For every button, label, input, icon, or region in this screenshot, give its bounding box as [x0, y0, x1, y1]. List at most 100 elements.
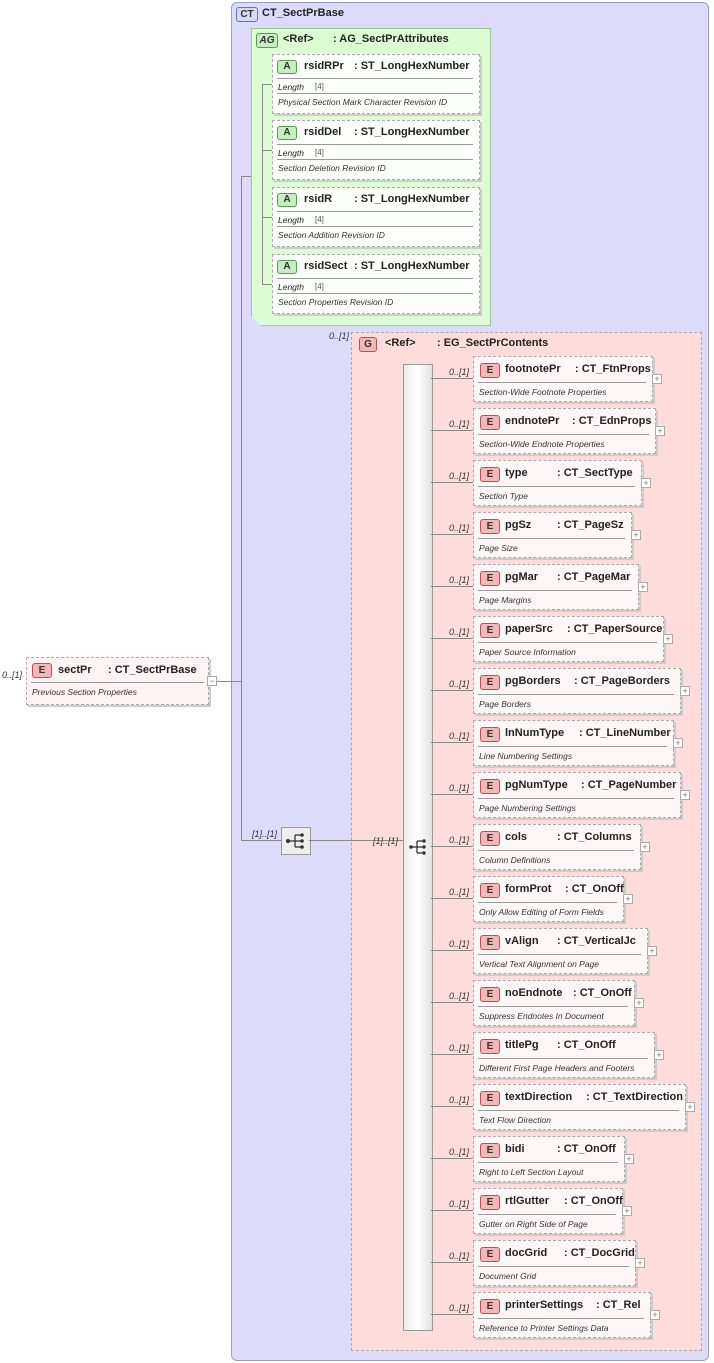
element-badge: E — [480, 727, 500, 742]
separator — [478, 1162, 618, 1163]
element-type: : CT_OnOff — [564, 1195, 623, 1207]
expand-icon[interactable]: + — [655, 426, 665, 436]
element-occurrence: 0..[1] — [449, 731, 470, 741]
attribute-doc: Physical Section Mark Character Revision… — [278, 97, 448, 107]
element-occurrence: 0..[1] — [449, 679, 470, 689]
attribute-doc: Section Properties Revision ID — [278, 297, 394, 307]
separator — [478, 538, 625, 539]
expand-icon[interactable]: + — [647, 946, 657, 956]
expand-icon[interactable]: + — [641, 478, 651, 488]
expand-icon[interactable]: + — [685, 1102, 695, 1112]
element-occurrence: 0..[1] — [449, 783, 470, 793]
facet-label: Length — [278, 148, 304, 158]
element-occurrence: 0..[1] — [449, 419, 470, 429]
connector — [431, 742, 473, 743]
root-element-type: : CT_SectPrBase — [108, 664, 197, 676]
expand-icon[interactable]: + — [680, 686, 690, 696]
element-doc: Page Size — [479, 543, 518, 553]
connector — [262, 217, 272, 218]
expand-icon[interactable]: + — [638, 582, 648, 592]
separator — [478, 642, 657, 643]
element-doc: Section-Wide Endnote Properties — [479, 439, 605, 449]
attribute-name: rsidR — [304, 193, 333, 205]
expand-icon[interactable]: + — [623, 894, 633, 904]
element-type: : CT_OnOff — [573, 987, 632, 999]
expand-icon[interactable]: + — [652, 374, 662, 384]
separator — [478, 434, 649, 435]
connector — [431, 482, 473, 483]
sequence-icon[interactable] — [281, 827, 311, 855]
connector — [431, 898, 473, 899]
expand-icon[interactable]: + — [673, 738, 683, 748]
element-name: printerSettings — [505, 1299, 584, 1311]
element-badge: E — [480, 519, 500, 534]
expand-icon[interactable]: + — [631, 530, 641, 540]
element-name: lnNumType — [505, 727, 565, 739]
connector — [431, 430, 473, 431]
root-element-card[interactable]: E sectPr : CT_SectPrBase Previous Sectio… — [26, 657, 209, 705]
group-occurrence: 0..[1] — [329, 331, 350, 341]
element-occurrence: 0..[1] — [449, 991, 470, 1001]
element-badge: E — [480, 935, 500, 950]
collapse-icon[interactable]: − — [207, 676, 217, 686]
expand-icon[interactable]: + — [680, 790, 690, 800]
element-name: noEndnote — [505, 987, 563, 999]
facet-value: [4] — [315, 82, 324, 91]
separator — [478, 1318, 644, 1319]
separator — [277, 226, 473, 227]
separator — [31, 682, 204, 683]
connector — [309, 840, 351, 841]
element-doc: Different First Page Headers and Footers — [479, 1063, 635, 1073]
facet-value: [4] — [315, 282, 324, 291]
element-badge: E — [480, 363, 500, 378]
group-name: : EG_SectPrContents — [437, 337, 549, 349]
separator — [277, 159, 473, 160]
attribute-type: : ST_LongHexNumber — [354, 260, 470, 272]
expand-icon[interactable]: + — [654, 1050, 664, 1060]
expand-icon[interactable]: + — [622, 1206, 632, 1216]
expand-icon[interactable]: + — [663, 634, 673, 644]
element-occurrence: 0..[1] — [449, 835, 470, 845]
element-doc: Text Flow Direction — [479, 1115, 551, 1125]
separator — [277, 93, 473, 94]
element-name: docGrid — [505, 1247, 548, 1259]
expand-icon[interactable]: + — [650, 1310, 660, 1320]
element-name: paperSrc — [505, 623, 553, 635]
element-name: pgMar — [505, 571, 538, 583]
element-name: pgNumType — [505, 779, 568, 791]
expand-icon[interactable]: + — [624, 1154, 634, 1164]
element-doc: Paper Source Information — [479, 647, 576, 657]
attribute-doc: Section Deletion Revision ID — [278, 163, 386, 173]
element-badge: E — [480, 1299, 500, 1314]
facet-label: Length — [278, 282, 304, 292]
expand-icon[interactable]: + — [635, 1258, 645, 1268]
connector — [431, 1106, 473, 1107]
expand-icon[interactable]: + — [640, 842, 650, 852]
root-element-doc: Previous Section Properties — [32, 687, 137, 697]
expand-icon[interactable]: + — [634, 998, 644, 1008]
connector — [262, 84, 272, 85]
